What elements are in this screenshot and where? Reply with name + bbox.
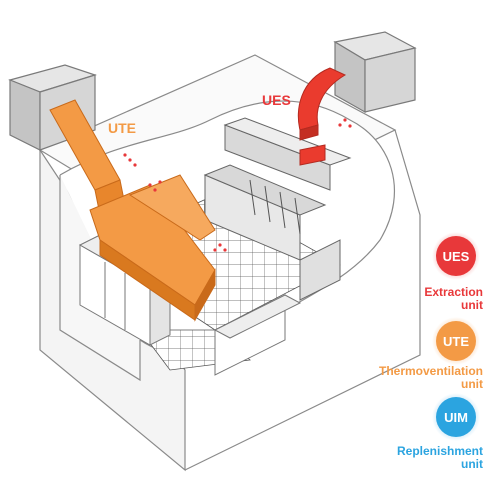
uim-legend-text: Replenishment unit (397, 445, 483, 471)
cabinets-right (213, 294, 302, 376)
cooking-line (203, 164, 341, 301)
uim-badge: UIM (436, 397, 476, 437)
ues-extraction-unit (333, 31, 417, 114)
airflow-arrows (123, 118, 352, 252)
ues-legend-line1: Extraction (424, 285, 483, 299)
ute-callout-label: UTE (108, 120, 136, 136)
ues-duct (297, 67, 347, 166)
ute-badge: UTE (436, 321, 476, 361)
ues-callout-label: UES (262, 92, 291, 108)
ute-legend-text: Thermoventilation unit (379, 365, 483, 391)
ute-duct (49, 99, 216, 322)
uim-legend-line1: Replenishment (396, 444, 483, 458)
ues-legend-line2: unit (461, 298, 483, 312)
ues-badge: UES (436, 236, 476, 276)
uim-legend-line2: unit (461, 457, 483, 471)
ute-legend-line2: unit (461, 377, 483, 391)
ues-legend-text: Extraction unit (424, 286, 483, 312)
ute-legend-line1: Thermoventilation (378, 364, 483, 378)
